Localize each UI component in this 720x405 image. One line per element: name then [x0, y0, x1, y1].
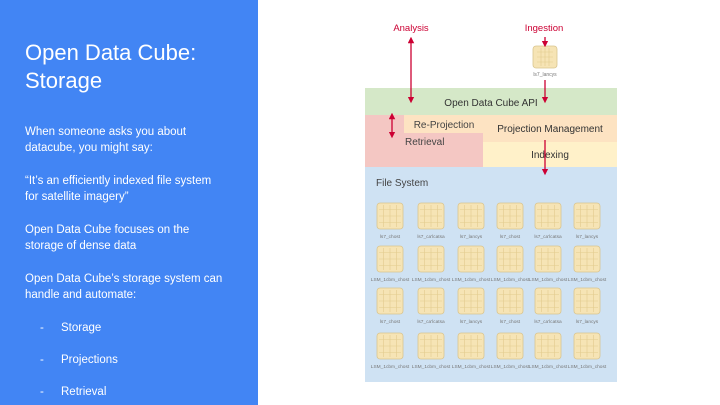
ingestion-cube-icon [532, 45, 558, 69]
file-cube-icon [376, 245, 404, 273]
automate-line-1: Open Data Cube’s storage system can [25, 273, 223, 285]
file-cube-icon [534, 245, 562, 273]
quote-line-2: for satellite imagery” [25, 191, 129, 203]
slide-title: Open Data Cube: Storage [25, 39, 250, 95]
file-cube-icon [496, 287, 524, 315]
file-label: LSM_1cbm_chost [412, 277, 451, 283]
file-cube-icon [573, 287, 601, 315]
file-label: LSM_1cbm_chost [412, 364, 451, 370]
indexing-block [483, 142, 617, 167]
file-label: ls7_chost [380, 319, 401, 325]
focus-paragraph: Open Data Cube focuses on the storage of… [25, 222, 250, 254]
ingestion-label: Ingestion [525, 23, 564, 34]
file-label: LSM_1cbm_chost [568, 364, 607, 370]
retrieval-label: Retrieval [405, 137, 444, 148]
file-label: ls7_lancys [460, 319, 483, 325]
file-cube-icon [496, 332, 524, 360]
file-cube-icon [573, 245, 601, 273]
file-label: LSM_1cbm_chost [452, 364, 491, 370]
file-system-label: File System [376, 178, 428, 189]
file-label: LSM_1cbm_chost [529, 364, 568, 370]
intro-line-2: datacube, you might say: [25, 142, 153, 154]
quote-paragraph: “It’s an efficiently indexed file system… [25, 173, 250, 205]
intro-paragraph: When someone asks you about datacube, yo… [25, 124, 250, 156]
file-cube-icon [376, 332, 404, 360]
file-cube-icon [417, 287, 445, 315]
slide-title-line-2: Storage [25, 68, 103, 93]
focus-line-2: storage of dense data [25, 240, 137, 252]
top-region [365, 20, 617, 88]
file-cube-icon [417, 202, 445, 230]
ingestion-file-label: ls7_lancys [533, 72, 557, 78]
file-label: LSM_1cbm_chost [452, 277, 491, 283]
file-cube-icon [534, 332, 562, 360]
intro-line-1: When someone asks you about [25, 126, 187, 138]
file-label: ls7_lancys [460, 234, 483, 240]
file-cube-icon [457, 245, 485, 273]
file-cube-icon [534, 287, 562, 315]
bullet-marker: - [40, 354, 44, 366]
file-label: ls7_lancys [576, 234, 599, 240]
automate-paragraph: Open Data Cube’s storage system can hand… [25, 271, 250, 303]
file-label: ls7_ca'lcatsa [534, 319, 562, 325]
projection-management-label: Projection Management [497, 124, 603, 135]
file-grid: ls7_chost ls7_ca'lcatsa ls7_lancys ls7_chos… [371, 202, 607, 370]
file-label: LSM_1cbm_chost [491, 277, 530, 283]
file-cube-icon [376, 202, 404, 230]
indexing-label: Indexing [531, 150, 569, 161]
bullet-marker: - [40, 386, 44, 398]
left-panel: Open Data Cube: Storage When someone ask… [0, 0, 258, 405]
file-cube-icon [573, 202, 601, 230]
file-cube-icon [457, 202, 485, 230]
file-label: LSM_1cbm_chost [371, 277, 410, 283]
file-label: LSM_1cbm_chost [491, 364, 530, 370]
file-label: LSM_1cbm_chost [371, 364, 410, 370]
file-cube-icon [496, 245, 524, 273]
bullet-projections: Projections [61, 354, 118, 366]
file-cube-icon [457, 332, 485, 360]
file-cube-icon [417, 245, 445, 273]
file-label: ls7_ca'lcatsa [417, 234, 445, 240]
quote-line-1: “It’s an efficiently indexed file system [25, 175, 212, 187]
focus-line-1: Open Data Cube focuses on the [25, 224, 190, 236]
file-label: LSM_1cbm_chost [529, 277, 568, 283]
file-cube-icon [534, 202, 562, 230]
bullet-retrieval: Retrieval [61, 386, 107, 398]
file-label: ls7_ca'lcatsa [534, 234, 562, 240]
file-label: LSM_1cbm_chost [568, 277, 607, 283]
file-cube-icon [457, 287, 485, 315]
api-label: Open Data Cube API [444, 98, 537, 109]
file-cube-icon [417, 332, 445, 360]
projection-management-block [483, 115, 617, 142]
reprojection-block [404, 115, 483, 133]
slide-title-line-1: Open Data Cube: [25, 40, 197, 65]
file-cube-icon [496, 202, 524, 230]
file-cube-icon [573, 332, 601, 360]
file-cube-icon [376, 287, 404, 315]
automate-line-2: handle and automate: [25, 289, 137, 301]
bullet-marker: - [40, 322, 44, 334]
file-label: ls7_lancys [576, 319, 599, 325]
bullet-storage: Storage [61, 322, 102, 334]
reprojection-label: Re-Projection [414, 120, 475, 131]
file-label: ls7_chost [500, 319, 521, 325]
api-band [365, 88, 617, 115]
analysis-label: Analysis [393, 23, 429, 34]
file-label: ls7_chost [380, 234, 401, 240]
file-label: ls7_ca'lcatsa [417, 319, 445, 325]
file-label: ls7_chost [500, 234, 521, 240]
